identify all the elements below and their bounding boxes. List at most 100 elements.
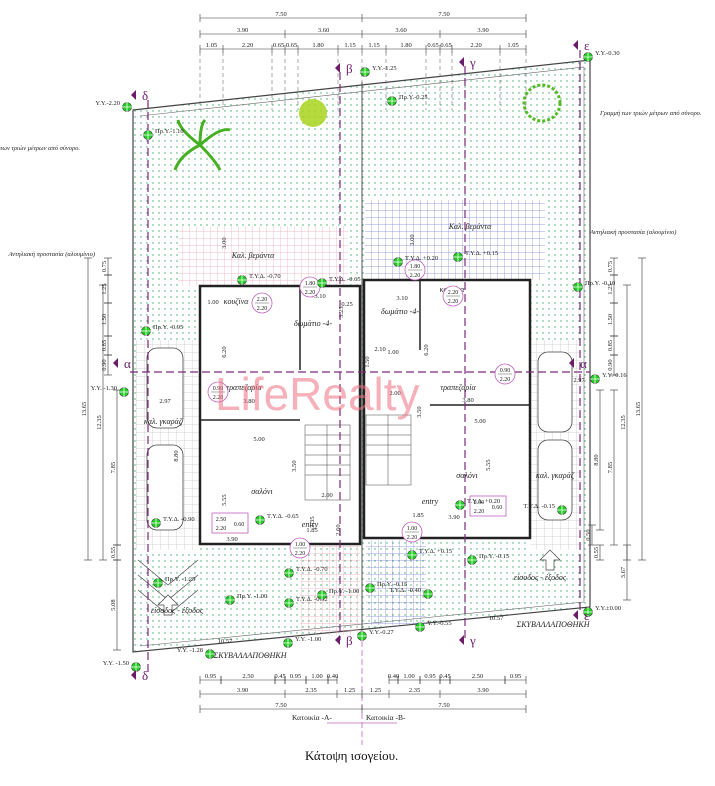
dimension-label: 0.90 [607,359,614,370]
room-label: Καλ. βεράντα [448,222,492,231]
opening-width: 2.20 [257,297,268,303]
dimension-label: 6.20 [221,346,228,357]
dimension-label: 2.35 [309,516,316,527]
section-label: δ [142,88,148,103]
section-marker-icon [335,635,340,645]
level-marker: Τ.Υ.Δ. -0.65 [317,276,361,288]
level-marker: Πρ.Υ. -0.95 [141,324,183,336]
level-marker: Πρ.Υ. -0.15 [467,553,509,565]
opening-height: 2.20 [407,535,418,541]
level-marker: Τ.Υ.Δ. +0.20 [455,498,500,510]
level-marker: Τ.Υ.Δ. -0.90 [151,516,195,528]
section-marker-icon [131,90,136,100]
level-marker: Υ.Υ.-0.30 [583,50,620,62]
dimension-lines [84,14,646,713]
room-label: σαλόνι [251,487,272,496]
dimension-label: 2.60 [335,524,342,535]
opening-height: 2.20 [295,551,306,557]
dimension-label: 2.97 [573,377,585,384]
dimension-label: 2.20 [242,42,253,49]
level-label: Πρ.Υ.-0.25 [399,94,428,101]
dimension-label: 5.55 [485,459,492,470]
level-marker-cross [284,598,294,608]
level-label: Τ.Υ.Δ. -0.15 [523,503,555,510]
dimension-label: 7.85 [607,462,614,473]
level-marker: Τ.Υ.Δ. -0.70 [284,566,328,578]
section-marker-icon [459,635,464,645]
opening-width: 0.90 [500,368,511,374]
dimension-label: 8.80 [593,454,600,465]
dimension-label: 0.40 [388,673,399,680]
level-label: Πρ.Υ.-1.10 [155,128,184,135]
dimension-label: 3.90 [477,687,488,694]
section-lines [130,50,590,672]
room-label: είσοδος - έξοδος [514,573,567,582]
opening-tag [469,495,507,517]
level-marker: Τ.Υ.Δ. +0.15 [407,548,452,560]
veranda-a-tiles [178,226,348,286]
level-marker-cross [455,500,465,510]
level-label: Υ.Υ.-0.55 [427,620,452,627]
tree-icon [299,99,327,127]
level-marker-cross [415,622,425,632]
level-marker-cross [590,374,600,384]
opening-height: 2.20 [410,273,421,279]
dimension-label: 13.65 [81,402,88,417]
dimension-label: 2.50 [242,673,253,680]
car-icon [537,439,573,521]
level-label: Υ.Υ. -1.28 [177,647,203,654]
level-marker: Υ.Υ. -1.00 [283,636,321,648]
section-label: α [124,356,131,371]
section-marker-icon [131,670,136,680]
dimension-label: 3.50 [291,460,298,471]
dimension-label: 1.25 [344,687,355,694]
dimension-label: 10.57 [489,615,504,622]
room-label: καλ. γκαράζ [536,471,575,480]
opening-sill: 0.60 [492,505,503,511]
dimension-label: 3.25 [338,306,345,317]
dimension-label: 8.80 [173,450,180,461]
dimension-label: 3.00 [221,237,228,248]
level-marker-cross [225,595,235,605]
level-label: Τ.Υ.Δ. -0.70 [296,566,328,573]
dimension-label: 3.90 [226,536,237,543]
level-marker: Πρ.Υ. -0.10 [573,280,615,292]
dimension-label: 1.85 [306,527,317,534]
opening-height: 2.20 [474,509,485,515]
level-marker: Τ.Υ.Δ. +0.20 [393,255,438,267]
dimension-label: 7.50 [275,11,286,18]
car-icon [537,351,573,433]
dimension-label: 0.65 [440,42,451,49]
level-label: Τ.Υ.Δ. -0.90 [163,516,195,523]
level-marker-cross [583,607,593,617]
section-label: β [346,633,353,648]
opening-width: 1.00 [407,526,418,532]
level-marker-cross [119,387,129,397]
room-label: entry [422,497,439,506]
level-marker-cross [255,515,265,525]
palm-tree-icon [173,118,231,171]
dimension-label: 1.80 [400,42,411,49]
dimension-label: 5.08 [110,599,117,610]
section-label: α [580,356,587,371]
dimension-label: 5.00 [253,436,264,443]
dimension-label: 0.75 [101,261,108,272]
section-label: γ [469,55,476,70]
section-marker-icon [569,358,574,368]
driveway-arrow-icon [157,594,179,616]
level-label: Τ.Υ.Δ. +0.15 [419,548,452,555]
opening-height: 2.20 [448,299,459,305]
dimension-label: 0.95 [510,673,521,680]
dimension-label: 2.50 [472,673,483,680]
dimension-label: 2.10 [374,346,385,353]
level-label: Πρ.Υ. -1.00 [237,593,267,600]
level-marker: Τ.Υ.Δ. +0.15 [453,250,498,262]
dimension-label: 3.90 [237,27,248,34]
dimension-label: 3.00 [409,234,416,245]
dimension-label: 3.10 [314,293,325,300]
dimension-label: 7.85 [110,462,117,473]
opening-width: 2.20 [448,290,459,296]
level-marker: Πρ.Υ.-0.25 [387,94,428,106]
opening-tag [211,512,249,534]
